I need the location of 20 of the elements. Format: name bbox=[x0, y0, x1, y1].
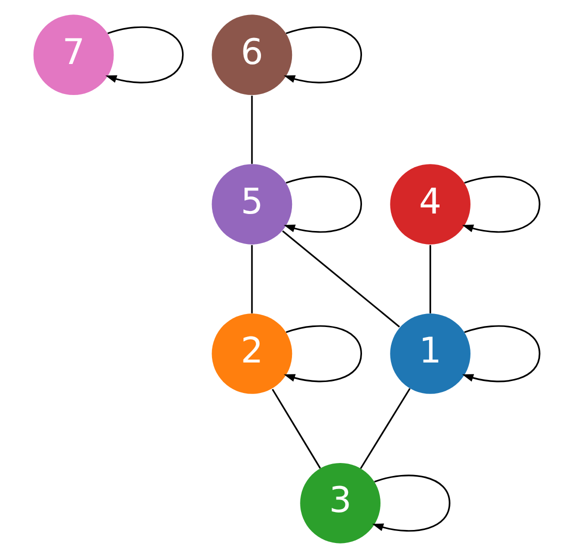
node-circle: 3 bbox=[300, 462, 380, 544]
connector bbox=[250, 96, 252, 164]
node-circle: 7 bbox=[32, 14, 114, 96]
node-circle: 2 bbox=[211, 314, 292, 394]
arrow bbox=[283, 26, 362, 84]
node-circle: 5 bbox=[211, 164, 292, 244]
node-circle: 6 bbox=[211, 14, 292, 96]
arrow bbox=[372, 474, 450, 532]
connector bbox=[271, 388, 320, 469]
connector bbox=[282, 230, 400, 328]
node-circle: 1 bbox=[390, 314, 470, 394]
connector bbox=[359, 388, 410, 469]
node-circle: 4 bbox=[390, 164, 470, 244]
arrow bbox=[283, 176, 362, 233]
arrow bbox=[462, 325, 540, 382]
connector bbox=[429, 245, 431, 314]
connector bbox=[250, 245, 252, 314]
arrow bbox=[283, 325, 362, 382]
arrow bbox=[462, 176, 540, 233]
arrow bbox=[104, 26, 184, 84]
